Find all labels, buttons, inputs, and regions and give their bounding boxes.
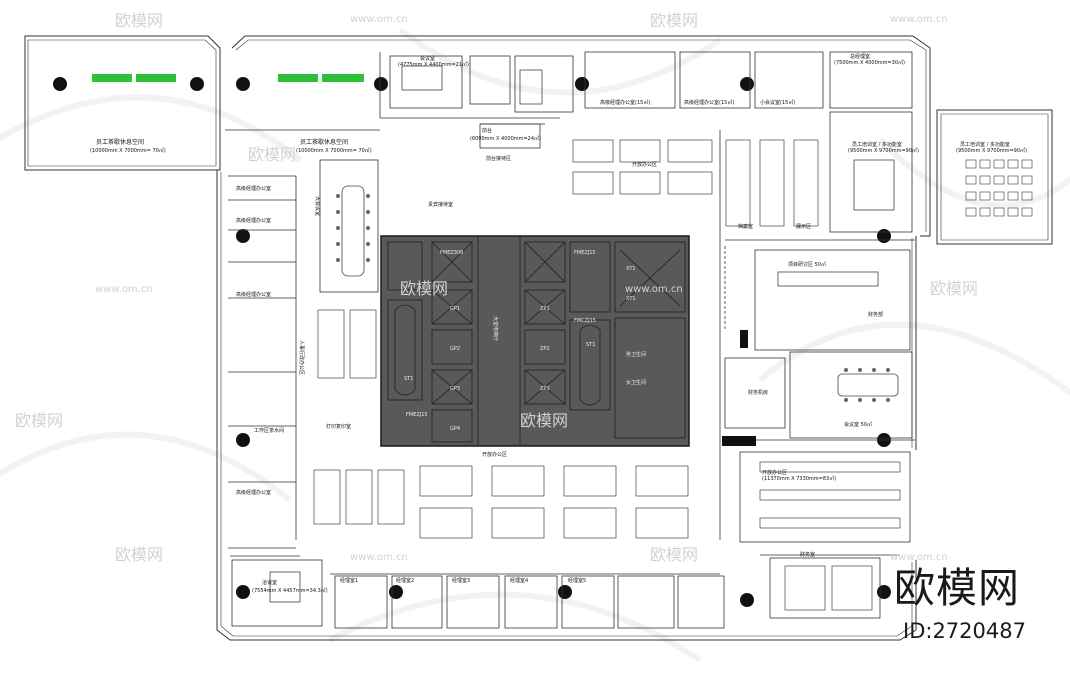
room-label: 员工培训室 / 多功能室 (852, 141, 902, 148)
watermark-site: www.om.cn (95, 284, 153, 295)
room-label: 总经理室 (850, 53, 870, 60)
room-label: 会议室 50㎡ (844, 421, 872, 428)
structural-columns (53, 77, 891, 607)
core-label: GP3 (450, 386, 460, 392)
watermark-site: www.om.cn (350, 14, 408, 25)
workstations (313, 139, 901, 611)
watermark-brand: 欧模网 (115, 545, 163, 564)
room-label: 高级经理办公室 (236, 217, 271, 224)
room-label: 工作区茶水间 (254, 427, 284, 434)
core-labels: FMEZ308 FMEZJ15 FMCZJ15 FMEZJ15 GP1 GP2 … (404, 250, 646, 432)
core-label: FMEZJ15 (406, 412, 428, 418)
room-label: (10000mm X 7000mm= 70㎡) (90, 147, 166, 154)
room-label: (4775mm X 4400mm=21㎡) (398, 61, 469, 68)
room-label: 经理室4 (510, 577, 528, 584)
room-label: 高级经理办公室(15㎡) (684, 99, 734, 106)
room-label: 员工茶歇休息空间 (96, 138, 144, 146)
building-core (380, 235, 690, 447)
core-label: GP1 (450, 306, 460, 312)
core-label: ZP1 (540, 306, 550, 312)
room-label: (9500mm X 9700mm=90㎡) (956, 147, 1027, 154)
watermark-site: www.om.cn (890, 552, 948, 563)
watermark-brand: 欧模网 (520, 411, 568, 430)
room-label: 财务机房 (748, 389, 768, 396)
core-label: GP2 (450, 346, 460, 352)
core-label: XT1 (626, 266, 636, 272)
building-outline (24, 35, 1053, 641)
room-label: 人事行政办公区 (298, 340, 305, 375)
room-label: 小会议室(15㎡) (760, 99, 795, 106)
watermark-brand: 欧模网 (650, 11, 698, 30)
room-label: 经理室2 (396, 577, 414, 584)
room-label: 前台 (482, 127, 492, 134)
green-planters (92, 74, 364, 82)
room-label: 会议室 (420, 55, 435, 62)
core-label: FMEZJ15 (574, 250, 596, 256)
room-label: 前台接待区 (486, 155, 511, 162)
logo-id: ID:2720487 (903, 619, 1026, 643)
room-label: 洽谈室 (262, 579, 277, 586)
watermark-brand: 欧模网 (15, 411, 63, 430)
logo-brand: 欧模网 (894, 564, 1020, 612)
core-label: ST1 (404, 376, 413, 382)
room-label: 高级经理办公室 (236, 489, 271, 496)
room-label: 高级经理办公室 (236, 185, 271, 192)
core-label: FMCZJ15 (574, 318, 596, 324)
dark-wall-elements (722, 330, 756, 446)
chairs (336, 194, 890, 402)
watermark-sites: www.om.cn www.om.cn www.om.cn www.om.cn … (95, 14, 948, 563)
room-label: 大会议室 (314, 196, 321, 216)
core-label: 女卫生间 (626, 379, 646, 386)
room-label: 高级经理办公室(15㎡) (600, 99, 650, 106)
core-label: XT1 (626, 296, 636, 302)
room-label: 高级经理办公室 (236, 291, 271, 298)
training-seats (965, 159, 1033, 217)
watermark-texts: 欧模网 欧模网 欧模网 欧模网 欧模网 欧模网 欧模网 欧模网 欧模网 (15, 11, 978, 564)
room-label: (6000mm X 4000mm=24㎡) (470, 135, 541, 142)
room-label: 经理室3 (452, 577, 470, 584)
core-label: GP4 (450, 426, 460, 432)
core-label: ST1 (586, 342, 595, 348)
room-label: 员工茶歇休息空间 (300, 138, 348, 146)
room-label: (7554mm X 4457mm=34.3㎡) (252, 587, 328, 594)
room-label: 项目研讨区 50㎡ (788, 261, 826, 268)
watermark-brand: 欧模网 (248, 145, 296, 164)
watermark-brand: 欧模网 (930, 279, 978, 298)
room-label: (11370mm X 7330mm=83㎡) (762, 475, 836, 482)
room-label: 开放办公区 (482, 451, 507, 458)
room-label: 档案室 (738, 223, 753, 230)
watermark-site: www.om.cn (890, 14, 948, 25)
room-label: 展示区 (796, 224, 811, 230)
room-label: 财务部 (868, 311, 883, 318)
room-label: 经理室1 (340, 577, 358, 584)
room-label: 财务室 (800, 551, 815, 558)
watermark-brand: 欧模网 (400, 279, 448, 298)
core-label: FMEZ308 (440, 250, 463, 256)
room-label: 打印复印室 (326, 423, 351, 430)
core-label: ZP2 (540, 346, 550, 352)
meeting-tables (269, 65, 899, 603)
watermark-brand: 欧模网 (115, 11, 163, 30)
room-label: (9500mm X 9700mm=90㎡) (848, 147, 919, 154)
core-label: 男卫生间 (626, 351, 646, 358)
room-label: 开放办公区 (762, 469, 787, 476)
watermark-site: www.om.cn (350, 552, 408, 563)
room-label: 开放办公区 (632, 161, 657, 168)
room-labels: 员工茶歇休息空间 (10000mm X 7000mm= 70㎡) 员工茶歇休息空… (90, 53, 1027, 594)
room-label: (7500mm X 4000mm=30㎡) (834, 59, 905, 66)
room-label: 经理室5 (568, 577, 586, 584)
interior-walls (225, 51, 915, 629)
core-label: 大堂电梯厅 (492, 316, 499, 341)
room-label: 贵宾接待室 (428, 201, 453, 208)
room-label: 员工培训室 / 多功能室 (960, 141, 1010, 148)
room-label: (10000mm X 7000mm= 70㎡) (296, 147, 372, 154)
watermark-brand: 欧模网 (650, 545, 698, 564)
watermark-site: www.om.cn (625, 284, 683, 295)
core-label: ZP3 (540, 386, 550, 392)
